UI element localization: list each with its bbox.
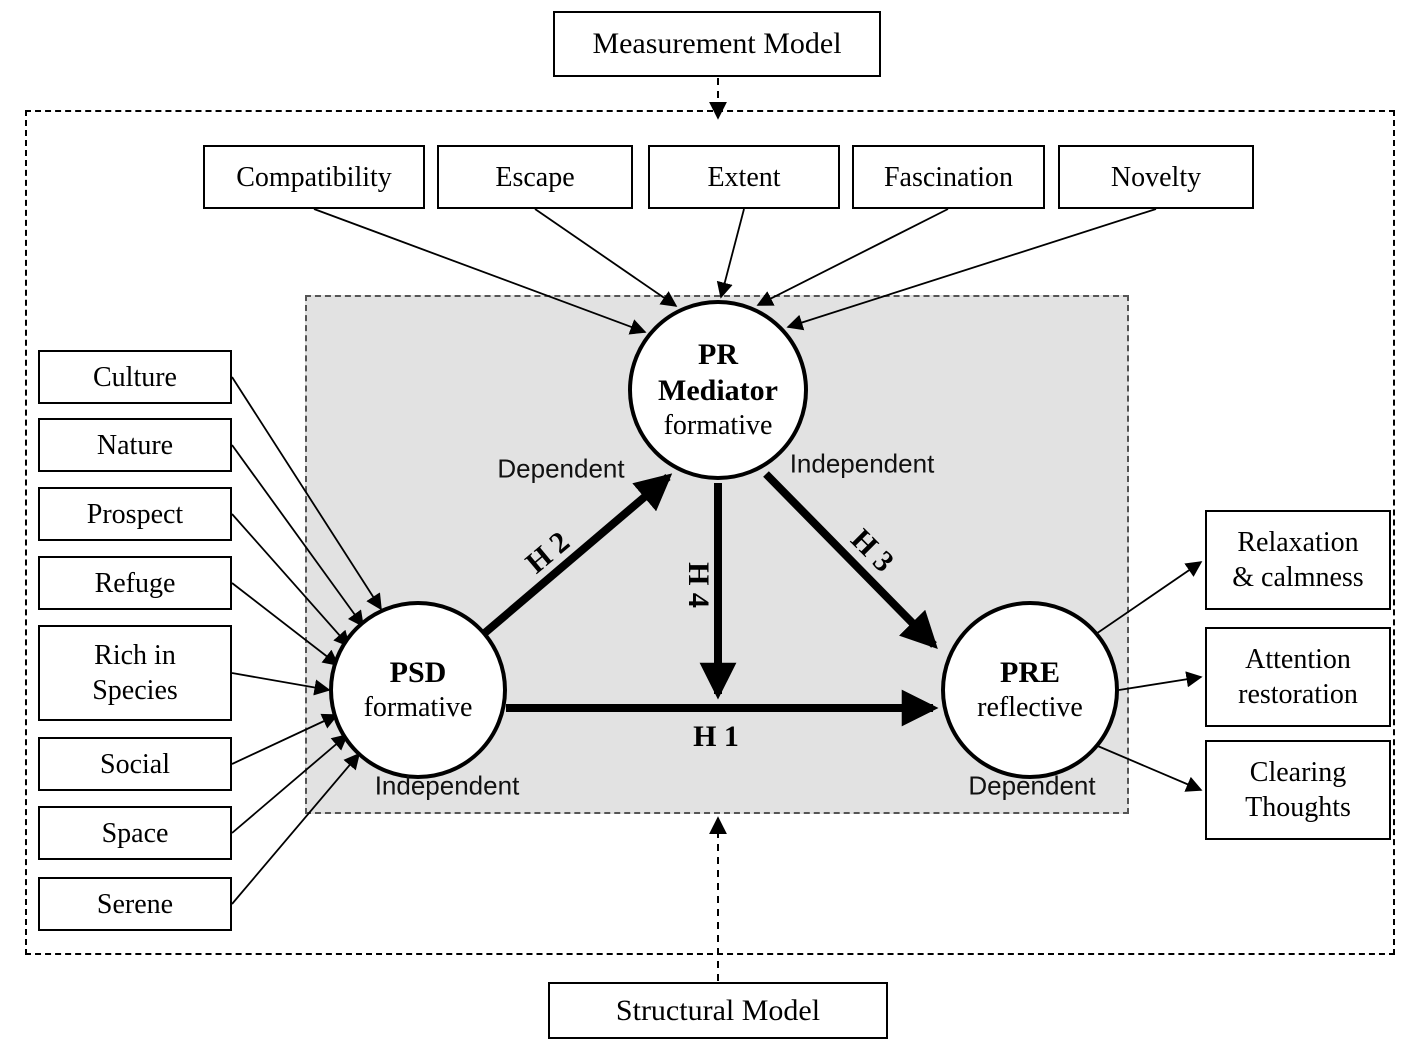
indicator-serene: Serene bbox=[38, 877, 232, 931]
indicator-escape: Escape bbox=[437, 145, 633, 209]
indicator-extent: Extent bbox=[648, 145, 840, 209]
structural-model-box: Structural Model bbox=[548, 982, 888, 1039]
role-pr-independent: Independent bbox=[789, 448, 935, 479]
pr-subtitle: Mediator bbox=[658, 374, 778, 408]
construct-pr-mediator: PR Mediator formative bbox=[628, 300, 808, 480]
indicator-social: Social bbox=[38, 737, 232, 791]
pr-type: formative bbox=[663, 410, 773, 442]
indicator-fascination: Fascination bbox=[852, 145, 1045, 209]
indicator-culture: Culture bbox=[38, 350, 232, 404]
psd-type: formative bbox=[363, 692, 473, 724]
role-psd-independent: Independent bbox=[374, 770, 520, 801]
indicator-relaxation-calmness: Relaxation & calmness bbox=[1205, 510, 1391, 610]
label-h4: H 4 bbox=[682, 562, 715, 608]
label-h1: H 1 bbox=[693, 720, 739, 753]
indicator-novelty: Novelty bbox=[1058, 145, 1254, 209]
indicator-rich-in-species: Rich in Species bbox=[38, 625, 232, 721]
indicator-prospect: Prospect bbox=[38, 487, 232, 541]
psd-name: PSD bbox=[389, 656, 447, 690]
pre-type: reflective bbox=[977, 692, 1083, 724]
indicator-nature: Nature bbox=[38, 418, 232, 472]
indicator-refuge: Refuge bbox=[38, 556, 232, 610]
role-pr-dependent: Dependent bbox=[497, 453, 625, 484]
indicator-compatibility: Compatibility bbox=[203, 145, 425, 209]
indicator-clearing-thoughts: Clearing Thoughts bbox=[1205, 740, 1391, 840]
pr-name: PR bbox=[698, 338, 738, 372]
indicator-space: Space bbox=[38, 806, 232, 860]
indicator-attention-restoration: Attention restoration bbox=[1205, 627, 1391, 727]
construct-psd: PSD formative bbox=[329, 601, 507, 779]
pre-name: PRE bbox=[1000, 656, 1060, 690]
measurement-model-box: Measurement Model bbox=[553, 11, 881, 77]
role-pre-dependent: Dependent bbox=[968, 770, 1096, 801]
construct-pre: PRE reflective bbox=[941, 601, 1119, 779]
